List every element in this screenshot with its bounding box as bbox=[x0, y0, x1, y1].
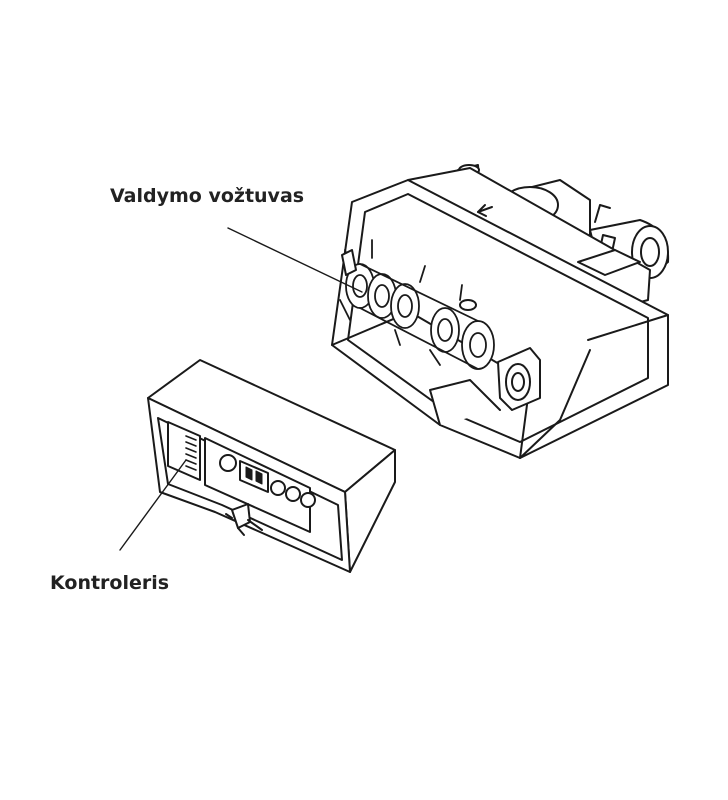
leader-lines bbox=[119, 227, 363, 551]
controller-label: Kontroleris bbox=[50, 572, 170, 594]
controller-unit bbox=[147, 359, 396, 573]
control-valve bbox=[331, 164, 670, 459]
valve-label: Valdymo vožtuvas bbox=[110, 185, 305, 207]
controller-leader-line bbox=[119, 459, 187, 551]
valve-leader-line bbox=[227, 227, 363, 293]
